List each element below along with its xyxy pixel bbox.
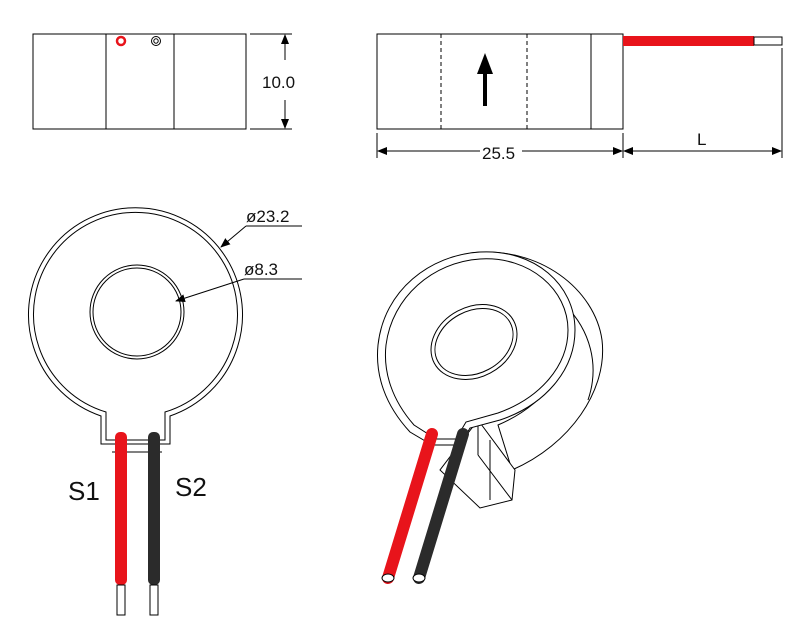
- height-dimension-label: 10.0: [262, 73, 295, 92]
- lead-block-edge: [477, 454, 513, 501]
- center-hole-inner: [434, 308, 514, 376]
- wire-s1-red: [115, 432, 127, 585]
- wire-s2-tip: [149, 584, 159, 616]
- toroid-front-face: [376, 251, 576, 446]
- wire-s1-tip: [381, 573, 395, 583]
- toroid-inner-outline: [33, 211, 238, 441]
- toroid-front-face-inner: [384, 258, 569, 440]
- black-lead-core-icon: [153, 38, 159, 44]
- width-dimension-label: 25.5: [482, 144, 515, 163]
- lead-length-label: L: [697, 130, 706, 149]
- lead-block: [439, 419, 516, 509]
- center-hole-outer: [430, 304, 518, 380]
- red-lead-hole-icon: [115, 35, 127, 47]
- wire-s2-black: [148, 432, 160, 585]
- side-view-body: [32, 33, 247, 130]
- leader-arrow: [220, 225, 247, 248]
- s1-label: S1: [68, 476, 100, 506]
- s2-label: S2: [175, 472, 207, 502]
- wire-s2-tip: [412, 573, 426, 583]
- isometric-view: [376, 251, 604, 584]
- lead-wire-red: [623, 36, 754, 46]
- front-view: S1 S2 ø23.2 ø8.3: [28, 207, 302, 616]
- wire-s1-red: [382, 428, 438, 584]
- current-direction-arrowhead-icon: [477, 53, 493, 74]
- center-hole-inner: [92, 267, 182, 357]
- side-view-left: 10.0: [32, 33, 295, 130]
- outer-diameter-label: ø23.2: [246, 207, 289, 226]
- side-view-right: 25.5 L: [376, 33, 783, 163]
- wire-s1-tip: [116, 584, 126, 616]
- wire-s2-black: [413, 428, 469, 584]
- lead-wire-tip: [753, 36, 783, 46]
- black-lead-hole-icon: [151, 36, 161, 46]
- inner-diameter-label: ø8.3: [244, 260, 278, 279]
- center-hole-outer: [89, 264, 185, 360]
- side-view-body: [376, 33, 624, 130]
- toroid-outer-outline: [28, 207, 243, 445]
- leader-arrow: [175, 278, 245, 303]
